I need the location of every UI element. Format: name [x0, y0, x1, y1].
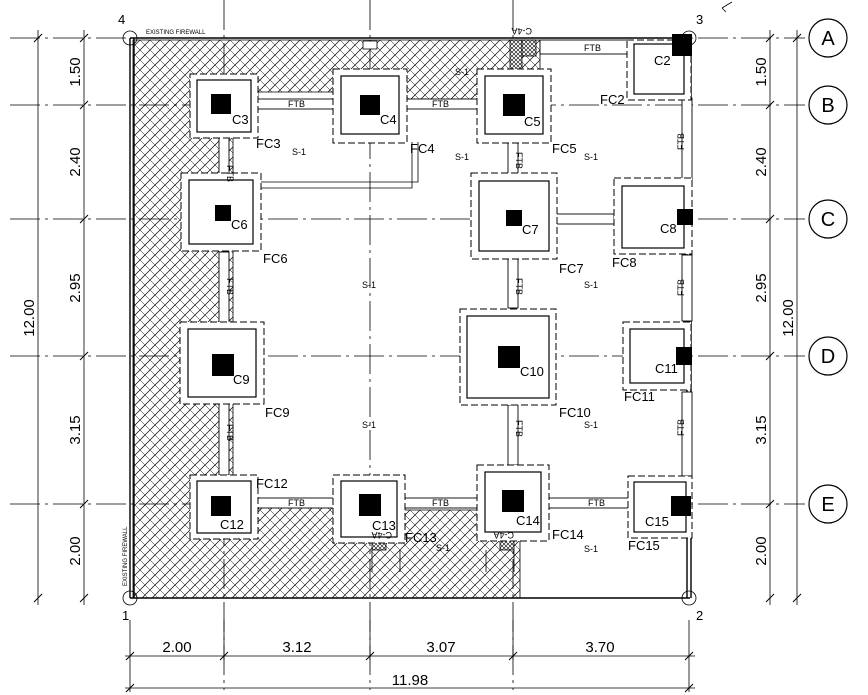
- footing-label: FC4: [410, 141, 435, 156]
- footing-label: FC14: [552, 527, 584, 542]
- beam-label: FTB: [676, 133, 686, 150]
- left-dim: 2.40: [67, 147, 84, 176]
- left-dim: 3.15: [67, 415, 84, 444]
- grid-row-bubbles: A B C D E: [808, 18, 848, 524]
- beam-label: FTB: [676, 279, 686, 296]
- left-dim: 2.00: [67, 536, 84, 565]
- column-label: C10: [520, 364, 544, 379]
- slab-label: S-1: [584, 420, 598, 430]
- beam-label: FTB: [225, 165, 235, 182]
- beam-label: FTB: [584, 43, 601, 53]
- bottom-dim: 3.07: [426, 639, 455, 656]
- grid-row-label: A: [821, 28, 835, 50]
- bottom-dim: 2.00: [162, 639, 191, 656]
- right-dim: 3.15: [753, 415, 770, 444]
- corner-markers: 4 3 1 2: [118, 1, 733, 623]
- column-label: C14: [516, 513, 540, 528]
- column-label: C9: [233, 372, 250, 387]
- grid-col-label: 1: [122, 608, 129, 623]
- column-label: C3: [232, 112, 249, 127]
- right-dim: 2.40: [753, 147, 770, 176]
- column-label: C8: [660, 221, 677, 236]
- section-callout-top: C-4A: [511, 26, 532, 36]
- footing-label: FC10: [559, 405, 591, 420]
- grid-col-label: 2: [696, 608, 703, 623]
- beam-label: FTB: [225, 424, 235, 441]
- footings: [179, 34, 693, 544]
- beam-label: FTB: [432, 498, 449, 508]
- column-label: C15: [645, 514, 669, 529]
- beam-label: FTB: [514, 152, 524, 169]
- left-total: 12.00: [21, 299, 38, 337]
- column-label: C6: [231, 217, 248, 232]
- column-label: C13: [372, 518, 396, 533]
- footing-label: FC7: [559, 261, 584, 276]
- column-label: C7: [522, 222, 539, 237]
- left-dim: 2.95: [67, 273, 84, 302]
- column-labels: C2 C3 C4 C5 C6 C7 C8 C9 C10 C11 C12 C13 …: [220, 53, 678, 533]
- grid-col-label: 3: [696, 12, 703, 27]
- footing-labels: FC2 FC3 FC4 FC5 FC6 FC7 FC8 FC9 FC10 FC1…: [256, 92, 660, 553]
- footing-label: FC8: [612, 255, 637, 270]
- beam-label: FTB: [514, 278, 524, 295]
- tie-beams: [218, 39, 693, 509]
- slab-labels: S-1 S-1 S-1 S-1 S-1 S-1 S-1 S-1 S-1 S-1: [292, 67, 598, 554]
- column-label: C5: [524, 114, 541, 129]
- footing-label: FC3: [256, 136, 281, 151]
- column-label: C11: [655, 361, 678, 376]
- firewall-labels: EXISTING FIREWALL EXISTING FIREWALL: [123, 30, 206, 586]
- section-callout-bottom-left: C-4A: [371, 530, 392, 540]
- footing-label: FC9: [265, 405, 290, 420]
- beam-label: FTB: [225, 278, 235, 295]
- footing-label: FC5: [552, 141, 577, 156]
- grid-row-label: D: [821, 346, 835, 368]
- footing-label: FC12: [256, 476, 288, 491]
- beam-label: FTB: [288, 99, 305, 109]
- slab-label: S-1: [584, 280, 598, 290]
- beam-label: FTB: [432, 99, 449, 109]
- right-dim: 2.95: [753, 273, 770, 302]
- beam-label: FTB: [514, 420, 524, 437]
- footing-label: FC13: [405, 530, 437, 545]
- bottom-dim: 3.12: [282, 639, 311, 656]
- bottom-total: 11.98: [392, 672, 428, 689]
- left-dim: 1.50: [67, 57, 84, 86]
- slab-label: S-1: [455, 67, 469, 77]
- slab-label: S-1: [584, 544, 598, 554]
- slab-label: S-1: [362, 420, 376, 430]
- footing-label: FC2: [600, 92, 625, 107]
- column-label: C2: [654, 53, 671, 68]
- grid-row-label: B: [821, 95, 834, 117]
- slab-label: S-1: [584, 152, 598, 162]
- footing-label: FC11: [624, 389, 655, 404]
- beam-label: FTB: [288, 498, 305, 508]
- beam-labels: FTB FTB FTB FTB FTB FTB FTB FTB FTB FTB …: [225, 43, 686, 508]
- slab-label: S-1: [436, 543, 450, 553]
- footing-label: FC15: [628, 538, 660, 553]
- dimension-texts: 1.50 2.40 2.95 3.15 2.00 12.00 1.50 2.40…: [21, 57, 797, 689]
- section-callout-bottom-right: C-4A: [493, 530, 514, 540]
- grid-row-label: C: [821, 209, 835, 231]
- right-dim: 2.00: [753, 536, 770, 565]
- slab-label: S-1: [362, 280, 376, 290]
- slab-label: S-1: [455, 152, 469, 162]
- dimension-lines: [33, 30, 802, 693]
- column-label: C12: [220, 517, 244, 532]
- bottom-dim: 3.70: [585, 639, 614, 656]
- footing-label: FC6: [263, 251, 288, 266]
- right-dim: 1.50: [753, 57, 770, 86]
- grid-row-label: E: [821, 494, 834, 516]
- section-callouts: C-4A C-4A C-4A: [371, 26, 532, 540]
- beam-label: FTB: [588, 498, 605, 508]
- firewall-label-left: EXISTING FIREWALL: [123, 526, 129, 586]
- firewall-label-top: EXISTING FIREWALL: [146, 30, 206, 36]
- slab-label: S-1: [292, 147, 306, 157]
- column-label: C4: [380, 112, 397, 127]
- right-total: 12.00: [780, 299, 797, 337]
- beam-label: FTB: [676, 419, 686, 436]
- grid-col-label: 4: [118, 12, 125, 27]
